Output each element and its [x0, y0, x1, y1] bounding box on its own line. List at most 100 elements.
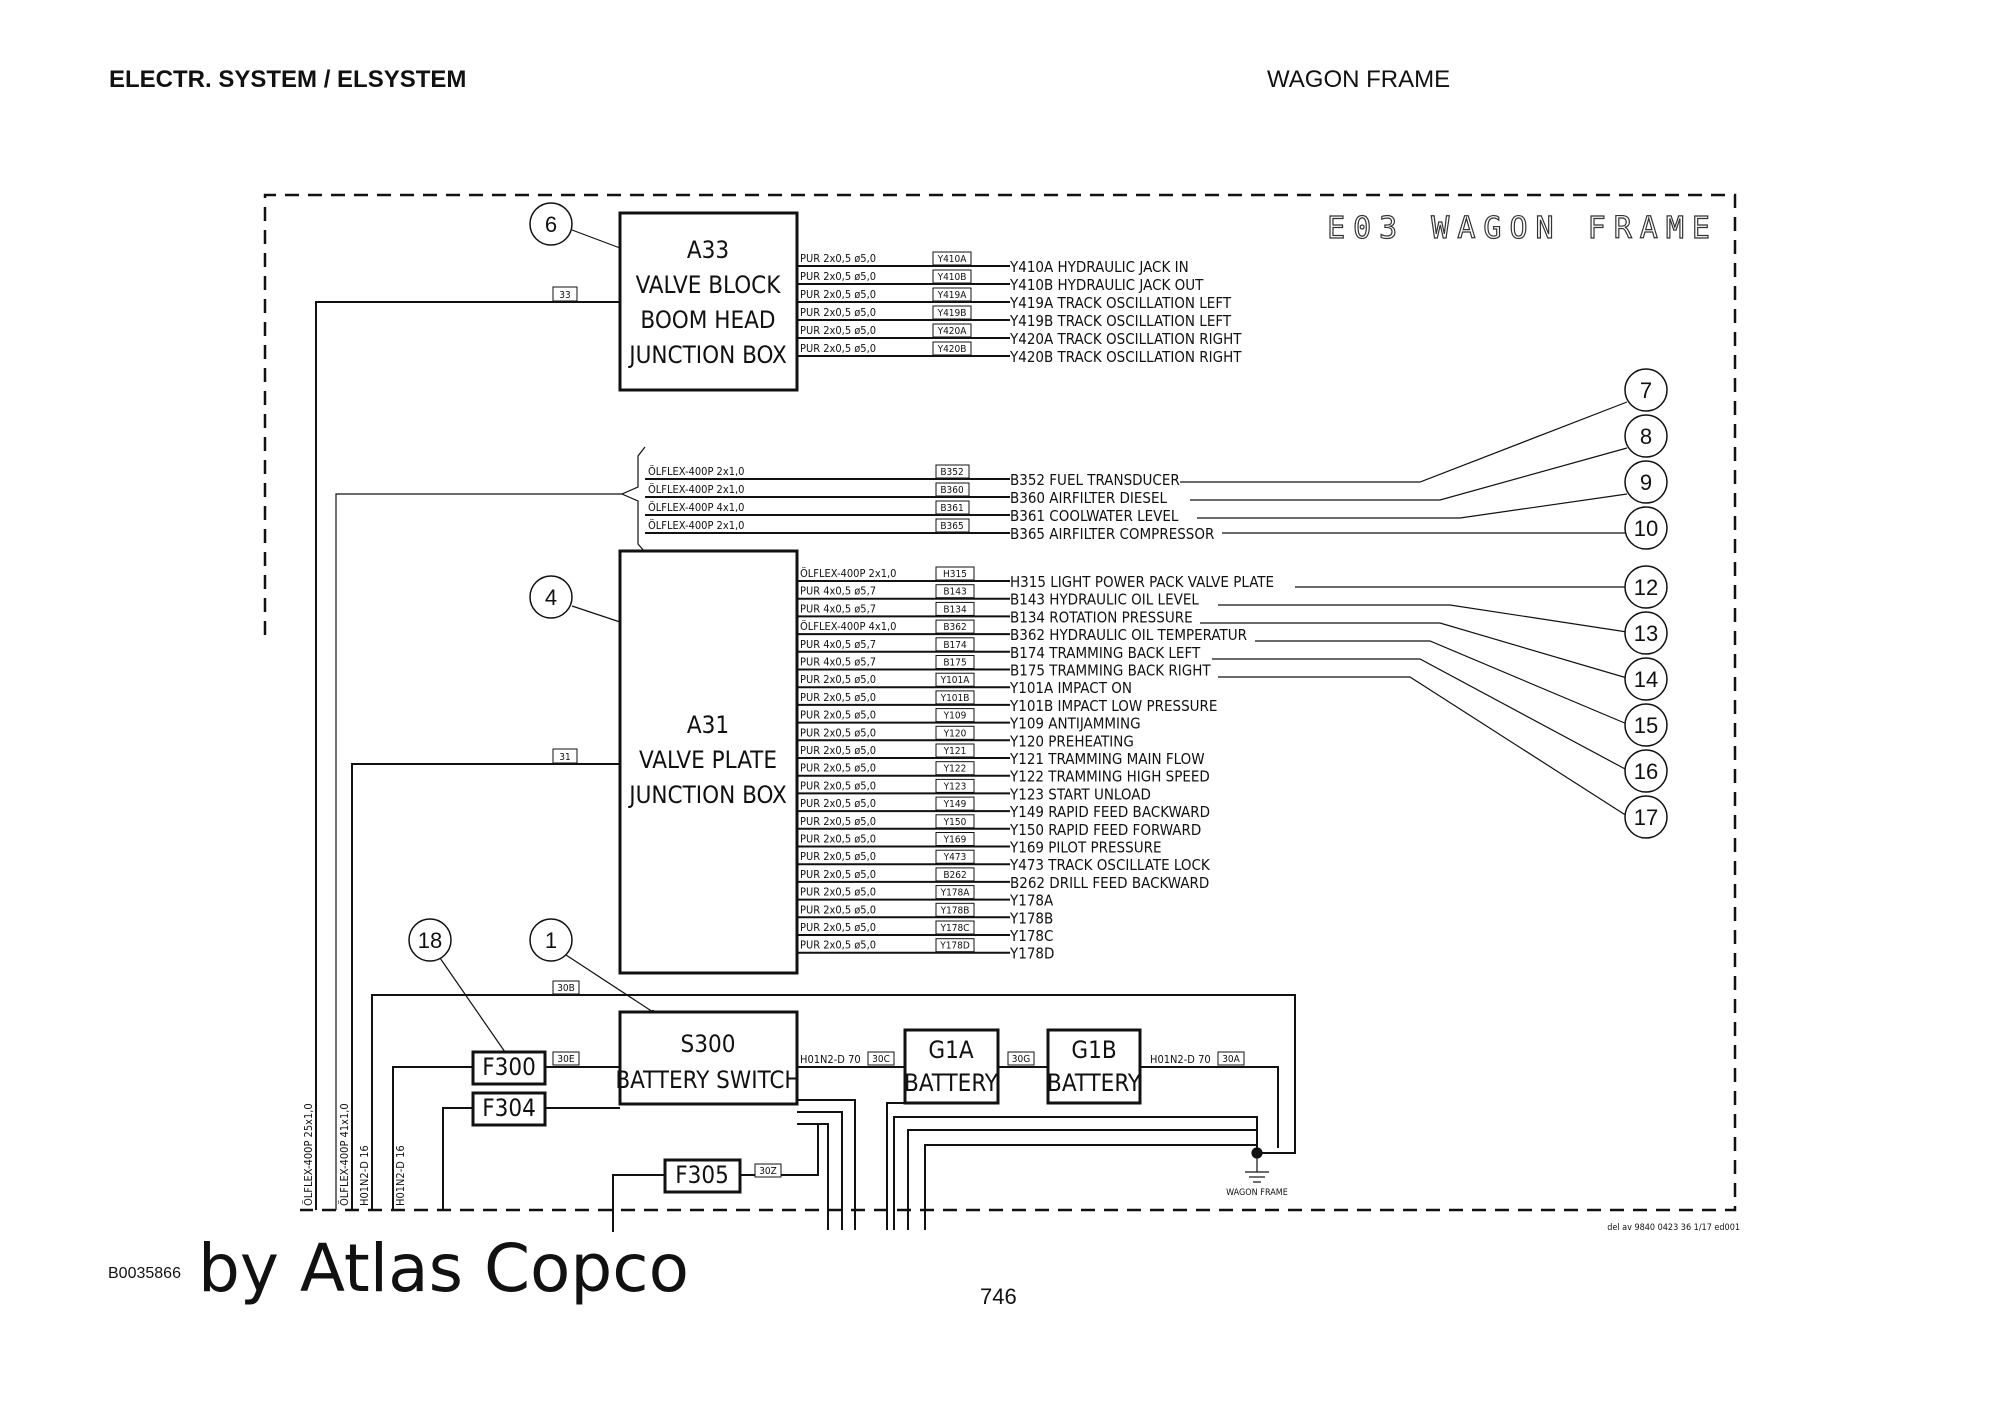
a31-row-tag: B134 [943, 604, 967, 615]
callout-7: 7 [1624, 368, 1668, 412]
a31-row-cable: PUR 4x0,5 ø5,7 [800, 638, 876, 651]
svg-text:F305: F305 [675, 1161, 729, 1189]
fuse-f305: F305 [663, 1158, 742, 1194]
a31-row-tag: Y178C [940, 923, 970, 934]
svg-text:Y420B: Y420B [937, 344, 967, 355]
svg-text:B352 FUEL TRANSDUCER: B352 FUEL TRANSDUCER [1010, 471, 1180, 489]
svg-text:H01N2-D 70: H01N2-D 70 [800, 1053, 861, 1066]
a31-row-label: B143 HYDRAULIC OIL LEVEL [1010, 591, 1199, 609]
svg-text:PUR 2x0,5 ø5,0: PUR 2x0,5 ø5,0 [800, 324, 876, 337]
a31-row-label: B262 DRILL FEED BACKWARD [1010, 874, 1209, 892]
svg-text:B361 COOLWATER LEVEL: B361 COOLWATER LEVEL [1010, 507, 1179, 525]
svg-text:9: 9 [1640, 470, 1652, 495]
vertical-cable-labels: ÖLFLEX-400P 25x1,0 ÖLFLEX-400P 41x1,0 H0… [302, 1103, 407, 1206]
svg-text:F300: F300 [482, 1053, 536, 1081]
svg-text:17: 17 [1634, 805, 1658, 830]
page-number: 746 [980, 1284, 1017, 1309]
svg-text:Y419A: Y419A [937, 290, 968, 301]
battery-g1b: G1B BATTERY [1046, 1028, 1142, 1105]
a33-row: PUR 2x0,5 ø5,0 Y410A Y410A HYDRAULIC JAC… [797, 251, 1189, 276]
a31-row-label: Y169 PILOT PRESSURE [1009, 839, 1161, 857]
document-code: B0035866 [108, 1265, 181, 1282]
a31-wire-tag-box [552, 748, 578, 764]
sensor-row: ÖLFLEX-400P 2x1,0 B365 B365 AIRFILTER CO… [645, 518, 1214, 543]
a31-row-tag: B362 [943, 622, 966, 633]
sensor-rows: ÖLFLEX-400P 2x1,0 B352 B352 FUEL TRANSDU… [645, 464, 1214, 543]
a31-row-tag: Y121 [943, 746, 967, 757]
svg-text:G1B: G1B [1071, 1036, 1116, 1064]
a31-row-tag: Y473 [943, 852, 967, 863]
a31-row-tag: Y178A [940, 888, 971, 899]
a31-row-cable: PUR 2x0,5 ø5,0 [800, 762, 876, 775]
a31-row-tag: Y178D [939, 941, 970, 952]
a33-line-4: JUNCTION BOX [627, 341, 787, 369]
a31-row-label: B362 HYDRAULIC OIL TEMPERATUR [1010, 626, 1247, 644]
a31-row-tag: Y109 [943, 711, 967, 722]
a33-line-3: BOOM HEAD [640, 306, 775, 334]
svg-text:H01N2-D 16: H01N2-D 16 [358, 1145, 371, 1206]
a31-row-label: Y109 ANTIJAMMING [1009, 715, 1141, 733]
svg-text:30B: 30B [557, 983, 575, 994]
a31-row: PUR 4x0,5 ø5,7 B134 B134 ROTATION PRESSURE [797, 601, 1193, 626]
a31-row-cable: PUR 2x0,5 ø5,0 [800, 868, 876, 881]
svg-text:H01N2-D 16: H01N2-D 16 [394, 1145, 407, 1206]
header-page-title: WAGON FRAME [1267, 66, 1451, 93]
a33-row: PUR 2x0,5 ø5,0 Y420A Y420A TRACK OSCILLA… [797, 323, 1242, 348]
callout-15: 15 [1624, 703, 1668, 747]
svg-text:B360: B360 [940, 485, 964, 496]
header-section-title: ELECTR. SYSTEM / ELSYSTEM [109, 66, 467, 93]
a31-row-cable: PUR 4x0,5 ø5,7 [800, 585, 876, 598]
a31-row-tag: Y120 [943, 728, 967, 739]
svg-text:BATTERY: BATTERY [1047, 1069, 1142, 1097]
svg-text:B360 AIRFILTER DIESEL: B360 AIRFILTER DIESEL [1010, 489, 1167, 507]
svg-text:30A: 30A [1222, 1054, 1240, 1065]
svg-text:Y410B: Y410B [937, 272, 967, 283]
a31-line-1: A31 [687, 711, 729, 739]
a31-row-label: B174 TRAMMING BACK LEFT [1010, 644, 1201, 662]
sensor-row: ÖLFLEX-400P 2x1,0 B352 B352 FUEL TRANSDU… [645, 464, 1180, 489]
svg-text:BATTERY SWITCH: BATTERY SWITCH [615, 1066, 800, 1094]
a33-row: PUR 2x0,5 ø5,0 Y419A Y419A TRACK OSCILLA… [797, 287, 1232, 312]
sensor-bundle-bracket [335, 446, 646, 1210]
a31-row-label: Y150 RAPID FEED FORWARD [1009, 821, 1201, 839]
svg-text:18: 18 [418, 928, 442, 953]
a33-line-1: A33 [687, 236, 729, 264]
sensor-callouts: 7 8 9 10 [1624, 368, 1668, 550]
s300-battery-switch: S300 BATTERY SWITCH [615, 1010, 801, 1106]
a31-row-tag: B175 [943, 658, 966, 669]
battery-g1a: G1A BATTERY [903, 1028, 1000, 1105]
a31-row-label: Y178B [1009, 909, 1053, 927]
svg-text:14: 14 [1634, 667, 1658, 692]
a31-row-cable: PUR 2x0,5 ø5,0 [800, 815, 876, 828]
svg-text:ÖLFLEX-400P 2x1,0: ÖLFLEX-400P 2x1,0 [648, 483, 744, 496]
a31-row-label: B134 ROTATION PRESSURE [1010, 608, 1193, 626]
svg-text:G1A: G1A [928, 1036, 973, 1064]
drawing-reference: del av 9840 0423 36 1/17 ed001 [1607, 1223, 1740, 1233]
callout-8: 8 [1624, 414, 1668, 458]
a33-junction-box: A33 VALVE BLOCK BOOM HEAD JUNCTION BOX [618, 211, 799, 392]
a31-row-label: Y122 TRAMMING HIGH SPEED [1009, 768, 1210, 786]
svg-text:PUR 2x0,5 ø5,0: PUR 2x0,5 ø5,0 [800, 288, 876, 301]
svg-text:Y419B: Y419B [937, 308, 967, 319]
callout-10: 10 [1624, 506, 1668, 550]
a31-row-cable: PUR 2x0,5 ø5,0 [800, 850, 876, 863]
watermark-text: by Atlas Copco [198, 1230, 689, 1307]
svg-text:ÖLFLEX-400P 2x1,0: ÖLFLEX-400P 2x1,0 [648, 519, 744, 532]
a31-row-cable: PUR 2x0,5 ø5,0 [800, 921, 876, 934]
a31-row-cable: PUR 4x0,5 ø5,7 [800, 602, 876, 615]
svg-text:ÖLFLEX-400P 41x1,0: ÖLFLEX-400P 41x1,0 [338, 1103, 351, 1206]
a31-row-tag: Y149 [943, 799, 967, 810]
a31-row-cable: PUR 2x0,5 ø5,0 [800, 779, 876, 792]
